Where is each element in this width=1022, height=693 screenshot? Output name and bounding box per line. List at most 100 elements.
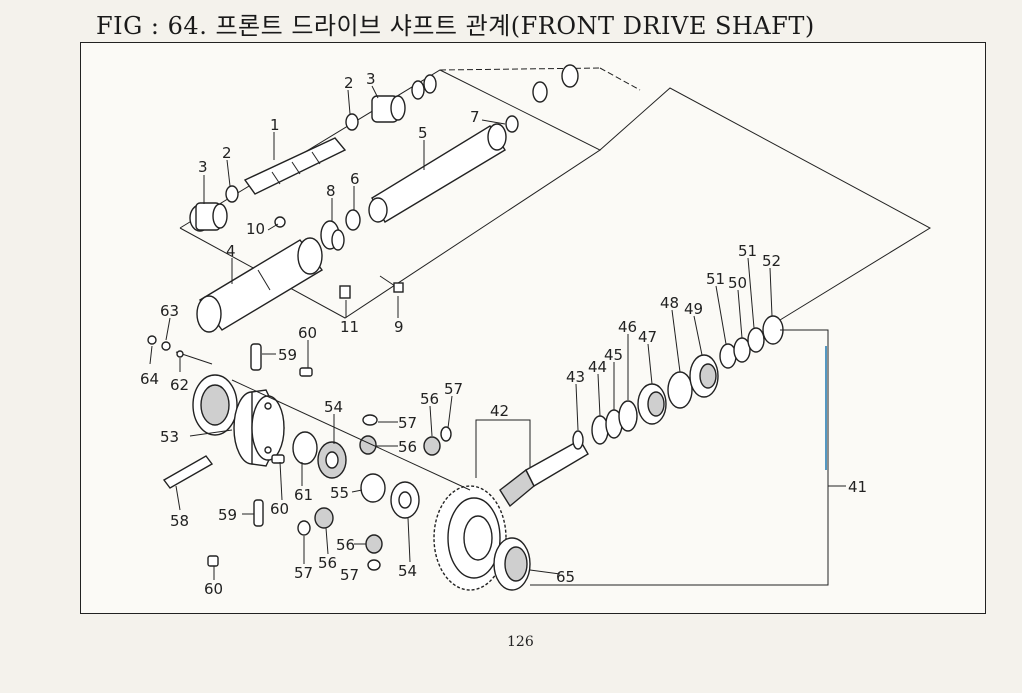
part-60-pin-bottom xyxy=(207,555,219,567)
callout-59: 59 xyxy=(278,346,297,364)
part-64-bolt xyxy=(147,335,157,345)
part-57-washer-c xyxy=(297,520,311,536)
callout-61: 61 xyxy=(294,486,313,504)
callout-48: 48 xyxy=(660,294,679,312)
callout-43: 43 xyxy=(566,368,585,386)
callout-60: 60 xyxy=(298,324,317,342)
callout-57: 57 xyxy=(398,414,417,432)
part-61-washer xyxy=(292,431,318,465)
callout-62: 62 xyxy=(170,376,189,394)
callout-3: 3 xyxy=(366,70,376,88)
diagram-frame xyxy=(80,42,986,614)
upper-ring-d xyxy=(561,64,579,88)
part-4-housing xyxy=(196,237,324,333)
part-59-pin-bottom xyxy=(253,499,264,527)
callout-57: 57 xyxy=(444,380,463,398)
part-57-washer-d xyxy=(367,559,381,571)
part-46-washer xyxy=(618,400,638,432)
part-10-plug xyxy=(274,216,286,228)
upper-ring-c xyxy=(532,81,548,103)
part-63-washer xyxy=(161,341,171,351)
callout-57: 57 xyxy=(340,566,359,584)
callout-58: 58 xyxy=(170,512,189,530)
part-9-bolt xyxy=(379,275,404,293)
callout-54: 54 xyxy=(398,562,417,580)
part-2-ring xyxy=(225,185,239,203)
part-60-pin-top xyxy=(299,367,313,377)
callout-47: 47 xyxy=(638,328,657,346)
part-57-washer-a xyxy=(362,414,378,426)
part-3-bushing xyxy=(189,202,228,232)
callout-56: 56 xyxy=(318,554,337,572)
page-number: 126 xyxy=(507,634,534,650)
callout-8: 8 xyxy=(326,182,336,200)
part-41-bracket xyxy=(530,329,829,586)
callout-53: 53 xyxy=(160,428,179,446)
part-47-bearing xyxy=(637,383,667,425)
callout-4: 4 xyxy=(226,242,236,260)
callout-50: 50 xyxy=(728,274,747,292)
callout-44: 44 xyxy=(588,358,607,376)
part-53-bearing xyxy=(192,374,238,436)
part-60-pin-mid xyxy=(271,454,285,464)
callout-65: 65 xyxy=(556,568,575,586)
callout-54: 54 xyxy=(324,398,343,416)
part-51-washer-b xyxy=(747,327,765,353)
callout-55: 55 xyxy=(330,484,349,502)
callout-60: 60 xyxy=(204,580,223,598)
callout-46: 46 xyxy=(618,318,637,336)
part-55-spider xyxy=(360,473,386,503)
part-48-spacer xyxy=(667,371,693,409)
part-54-gear-top xyxy=(317,441,347,479)
callout-59: 59 xyxy=(218,506,237,524)
part-49-bearing xyxy=(689,354,719,398)
callout-57: 57 xyxy=(294,564,313,582)
differential-case xyxy=(233,389,285,467)
part-3-bushing-upper xyxy=(371,95,406,123)
callout-45: 45 xyxy=(604,346,623,364)
callout-6: 6 xyxy=(350,170,360,188)
callout-3: 3 xyxy=(198,158,208,176)
part-8-collar xyxy=(320,220,345,251)
part-56-pinion-b xyxy=(423,436,441,456)
callout-42: 42 xyxy=(490,402,509,420)
part-59-pin-top xyxy=(250,343,262,371)
callout-51: 51 xyxy=(738,242,757,260)
part-1-shaft xyxy=(243,137,347,195)
callout-9: 9 xyxy=(394,318,404,336)
callout-2: 2 xyxy=(222,144,232,162)
callout-11: 11 xyxy=(340,318,359,336)
callout-63: 63 xyxy=(160,302,179,320)
upper-ring-b xyxy=(423,74,437,94)
callout-56: 56 xyxy=(398,438,417,456)
part-5-tube xyxy=(368,123,507,223)
callout-56: 56 xyxy=(420,390,439,408)
callout-52: 52 xyxy=(762,252,781,270)
figure-title: FIG : 64. 프론트 드라이브 샤프트 관계(FRONT DRIVE SH… xyxy=(96,12,815,40)
callout-7: 7 xyxy=(470,108,480,126)
upper-ring-a xyxy=(411,80,425,100)
callout-56: 56 xyxy=(336,536,355,554)
callout-41: 41 xyxy=(848,478,867,496)
part-42-ring-gear xyxy=(433,485,507,591)
callout-1: 1 xyxy=(270,116,280,134)
part-65-bearing xyxy=(493,537,531,591)
callout-49: 49 xyxy=(684,300,703,318)
callout-10: 10 xyxy=(246,220,265,238)
part-54-gear-bottom xyxy=(390,481,420,519)
callout-labels: 1 2 2 3 3 4 5 6 7 8 9 10 11 41 42 43 44 … xyxy=(140,70,867,598)
callout-51: 51 xyxy=(706,270,725,288)
part-43-clip xyxy=(572,430,584,450)
callout-5: 5 xyxy=(418,124,428,142)
leader-lines xyxy=(149,85,846,580)
part-62-pin xyxy=(175,350,213,365)
part-56-pinion-c xyxy=(314,507,334,529)
part-58-shaft xyxy=(162,455,214,489)
part-6-ring xyxy=(345,209,361,231)
part-57-washer-b xyxy=(440,426,452,442)
pinion-shaft xyxy=(499,439,589,508)
assembly-guide-line xyxy=(231,379,471,491)
part-2-ring-upper xyxy=(345,113,359,131)
callout-2: 2 xyxy=(344,74,354,92)
